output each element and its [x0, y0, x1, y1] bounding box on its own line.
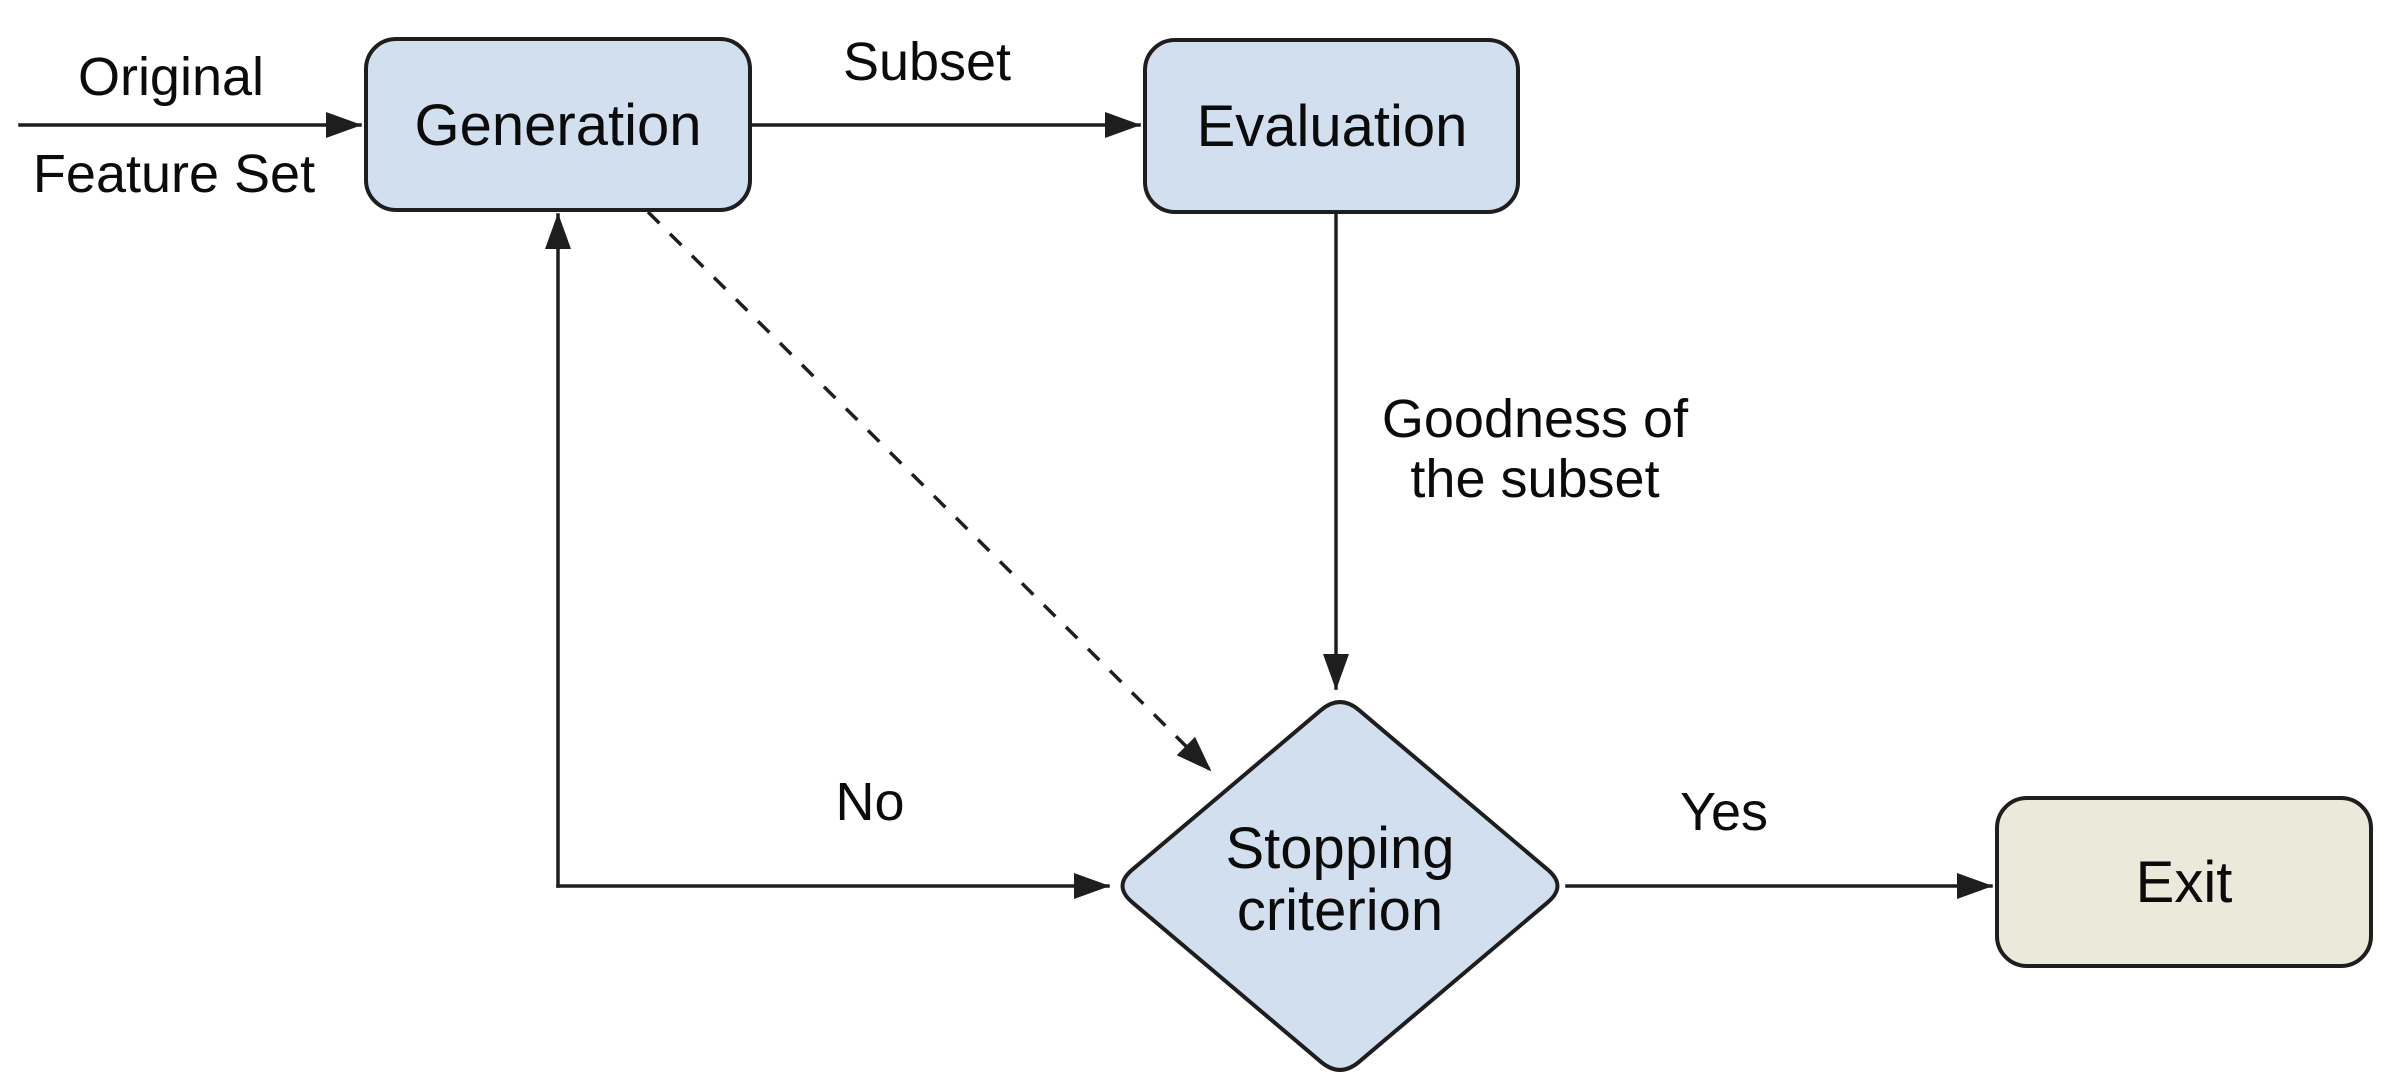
label-subset: Subset [843, 32, 1011, 92]
edge-labels-layer: Original Feature Set Subset Goodness of … [33, 32, 1768, 842]
label-feature-set: Feature Set [33, 144, 315, 204]
label-yes: Yes [1680, 782, 1768, 842]
label-goodness-line2: the subset [1410, 449, 1659, 509]
node-exit-label: Exit [2136, 850, 2233, 915]
label-original: Original [78, 47, 264, 107]
node-generation-label: Generation [415, 93, 702, 158]
node-stopping-criterion [1120, 700, 1560, 1072]
node-exit [1995, 796, 2373, 968]
label-goodness-line1: Goodness of [1382, 389, 1689, 449]
edge-generation-stopping-dashed-arrow [646, 210, 1212, 772]
node-labels-layer: Generation Evaluation Stopping criterion… [415, 93, 2233, 943]
node-evaluation [1143, 38, 1520, 214]
label-no: No [835, 772, 904, 832]
node-evaluation-label: Evaluation [1197, 94, 1468, 159]
node-stopping-criterion-label-line2: criterion [1237, 878, 1443, 943]
node-generation [364, 37, 752, 212]
edges-layer [18, 112, 1993, 899]
nodes-layer [364, 37, 2373, 1072]
node-stopping-criterion-label-line1: Stopping [1226, 816, 1455, 881]
